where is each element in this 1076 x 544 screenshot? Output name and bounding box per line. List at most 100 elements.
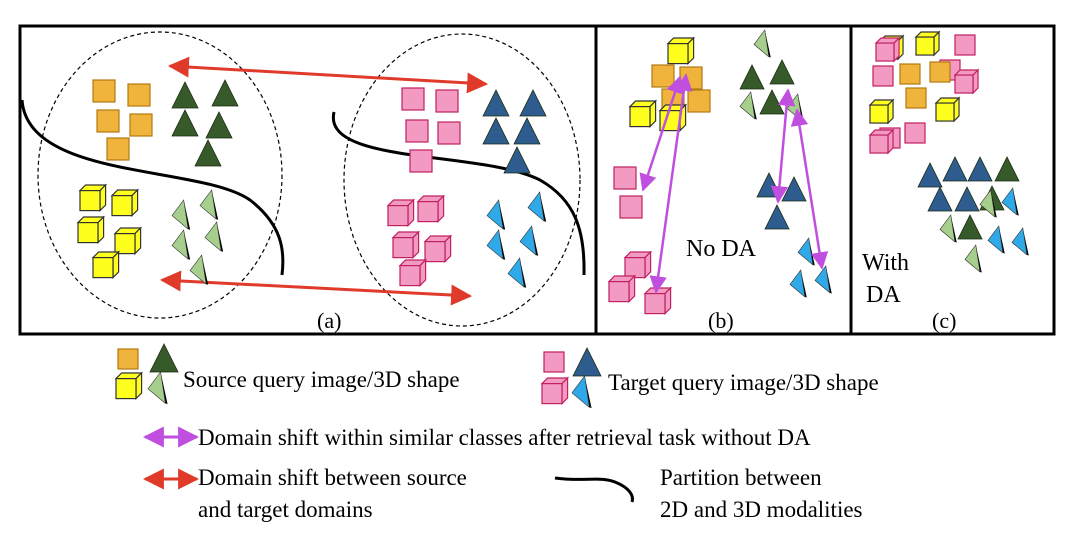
source-3d-triangle [786, 93, 804, 122]
red-arrow-bottom [159, 270, 473, 306]
source-image-square [129, 113, 153, 137]
source-image-cube [666, 36, 696, 66]
legend-target-text: Target query image/3D shape [608, 370, 879, 395]
target-image-cube [416, 194, 446, 224]
panel-c-label: (c) [932, 308, 956, 333]
target-image-cube [386, 198, 416, 228]
target-shape-triangle [917, 162, 943, 188]
source-image-cube [868, 98, 895, 125]
source-image-square [92, 79, 116, 103]
with-da-label-line2: DA [866, 282, 901, 308]
panel-b: No DA (b) [607, 29, 832, 333]
source-shape-triangle [769, 59, 795, 85]
legend-pink-cube-icon [540, 376, 570, 406]
target-3d-triangle [519, 225, 539, 256]
source-image-square [899, 63, 921, 85]
target-image-cube [607, 274, 637, 304]
source-shape-triangle [205, 111, 233, 139]
legend-source-text: Source query image/3D shape [183, 367, 460, 392]
source-3d-triangle [979, 189, 997, 218]
legend-dark-green-triangle-icon [149, 343, 179, 373]
partition-curve-source [20, 99, 285, 276]
target-image-square [409, 149, 433, 173]
legend-pink-square-icon [543, 351, 565, 373]
target-image-square [435, 89, 459, 113]
target-3d-triangle [1001, 187, 1019, 216]
source-image-square [127, 83, 151, 107]
purple-arrow-2 [649, 73, 693, 294]
target-shape-triangle [781, 176, 807, 202]
legend-orange-square-icon [117, 348, 139, 370]
target-shape-triangle [954, 186, 980, 212]
target-image-cube [643, 286, 673, 316]
target-image-cube [623, 250, 653, 280]
legend-dark-blue-triangle-icon [572, 347, 602, 377]
source-3d-triangle [964, 244, 982, 273]
source-3d-triangle [739, 91, 757, 120]
source-shape-triangle [171, 81, 199, 109]
source-3d-triangle [171, 229, 191, 260]
source-domain-ellipse [37, 31, 283, 319]
target-shape-triangle [756, 172, 782, 198]
target-image-square [405, 119, 429, 143]
target-image-cube [391, 230, 421, 260]
source-shape-triangle [739, 64, 765, 90]
target-3d-triangle [814, 265, 832, 294]
legend: Source query image/3D shape Target query… [114, 343, 879, 522]
target-shape-triangle [764, 204, 790, 230]
source-3d-triangle [939, 214, 957, 243]
target-shape-triangle [513, 117, 541, 145]
panel-a: (a) [20, 31, 586, 333]
source-3d-triangle [204, 221, 224, 252]
source-3d-triangle [199, 189, 219, 220]
source-image-cube [934, 96, 961, 123]
legend-light-green-triangle-icon [147, 371, 168, 405]
target-image-cube [868, 128, 895, 155]
target-image-cube [874, 36, 901, 63]
source-image-square [651, 64, 675, 88]
legend-red-text-line1: Domain shift between source [198, 465, 467, 490]
target-image-square [872, 65, 894, 87]
purple-arrow-3 [770, 88, 796, 204]
target-shape-triangle [482, 89, 510, 117]
legend-partition-text-line2: 2D and 3D modalities [660, 497, 863, 522]
source-shape-triangle [171, 109, 199, 137]
target-image-square [619, 195, 643, 219]
legend-partition-text-line1: Partition between [660, 465, 822, 490]
panel-c: With DA (c) [862, 30, 1029, 333]
target-domain-ellipse [343, 33, 581, 327]
target-3d-triangle [527, 191, 547, 222]
source-image-square [106, 137, 130, 161]
source-shape-triangle [994, 156, 1020, 182]
source-image-cube [91, 250, 121, 280]
with-da-label-line1: With [862, 250, 909, 276]
source-shape-triangle [759, 89, 785, 115]
source-image-cube [628, 99, 658, 129]
no-da-label: No DA [686, 236, 757, 262]
source-image-cube [914, 30, 941, 57]
source-shape-triangle [211, 79, 239, 107]
figure-frame [18, 24, 1056, 336]
target-image-square [401, 87, 425, 111]
target-image-cube [398, 258, 428, 288]
source-image-square [96, 109, 120, 133]
source-shape-triangle [957, 214, 983, 240]
target-image-square [613, 166, 637, 190]
target-3d-triangle [507, 257, 527, 288]
target-image-cube [953, 68, 980, 95]
target-shape-triangle [967, 156, 993, 182]
source-3d-triangle [753, 29, 771, 58]
target-shape-triangle [942, 156, 968, 182]
target-3d-triangle [789, 269, 807, 298]
legend-red-text-line2: and target domains [198, 497, 373, 522]
target-3d-triangle [486, 199, 506, 230]
target-image-cube [423, 234, 453, 264]
source-3d-triangle [189, 254, 209, 285]
legend-purple-text: Domain shift within similar classes afte… [198, 425, 811, 450]
target-shape-triangle [927, 186, 953, 212]
panel-b-label: (b) [708, 308, 734, 333]
source-image-square [905, 87, 927, 109]
legend-yellow-cube-icon [114, 371, 144, 401]
target-shape-triangle [503, 146, 531, 174]
